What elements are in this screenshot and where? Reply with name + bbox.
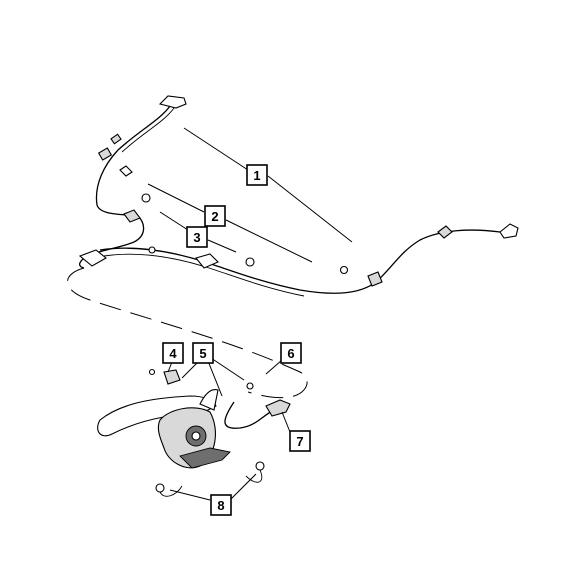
svg-text:4: 4 — [169, 346, 177, 361]
svg-text:6: 6 — [287, 346, 294, 361]
svg-text:7: 7 — [296, 434, 303, 449]
brake-cable-assembly — [78, 95, 519, 297]
parking-brake-lever — [97, 368, 291, 497]
callout-8: 8 — [210, 494, 232, 516]
svg-text:8: 8 — [217, 498, 224, 513]
svg-text:5: 5 — [199, 346, 206, 361]
callout-7: 7 — [289, 430, 311, 452]
svg-text:3: 3 — [193, 230, 200, 245]
svg-text:2: 2 — [211, 209, 218, 224]
svg-text:1: 1 — [253, 168, 260, 183]
callout-6: 6 — [280, 342, 302, 364]
callout-3: 3 — [186, 226, 208, 248]
relation-dashed-line — [67, 267, 308, 399]
callout-2: 2 — [204, 205, 226, 227]
callout-1: 1 — [246, 164, 268, 186]
callout-5: 5 — [192, 342, 214, 364]
callout-4: 4 — [162, 342, 184, 364]
